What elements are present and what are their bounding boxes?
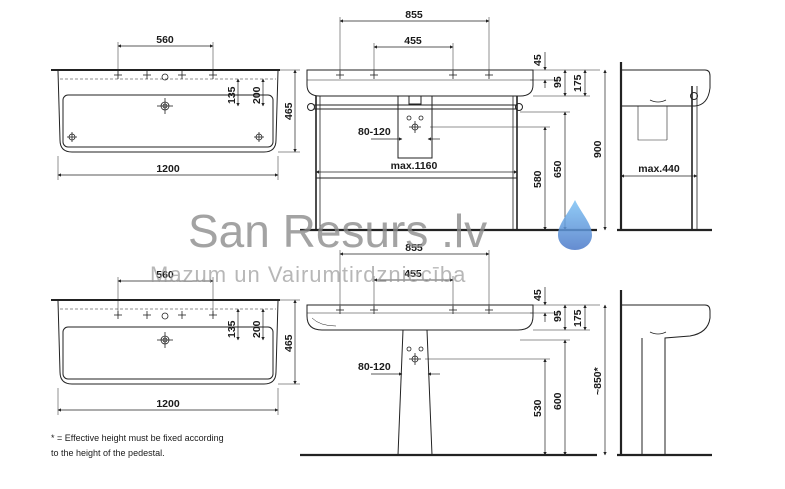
water-drop-icon <box>558 200 592 250</box>
dim-top-plan-width: 1200 <box>156 163 180 175</box>
dim-top-front-855: 855 <box>405 9 423 21</box>
dim-bottom-plan-depth: 465 <box>283 334 295 352</box>
dim-bottom-front-455: 455 <box>404 268 422 280</box>
bottom-side-view <box>617 290 712 457</box>
dim-top-side-max-depth: max.440 <box>638 163 680 175</box>
dim-bottom-plan-200: 200 <box>251 320 263 338</box>
dim-bottom-plan-hole-spacing: 560 <box>156 269 174 281</box>
dim-top-front-580: 580 <box>532 170 544 188</box>
dim-top-front-900: 900 <box>592 140 604 158</box>
watermark-subtitle: Mazum un Vairumtirdzniecība <box>150 262 466 287</box>
footnote-line-2: to the height of the pedestal. <box>51 448 165 458</box>
bottom-front-view <box>300 250 607 457</box>
dim-top-front-650: 650 <box>552 160 564 178</box>
dimension-labels: 560 1200 135 200 465 855 455 80-120 max.… <box>156 9 680 417</box>
dim-bottom-front-45: 45 <box>532 289 544 301</box>
dim-bottom-front-600: 600 <box>552 392 564 410</box>
dim-bottom-front-530: 530 <box>532 399 544 417</box>
dim-bottom-plan-width: 1200 <box>156 398 180 410</box>
dim-top-front-45: 45 <box>532 54 544 66</box>
watermark-title: San Resurs .lv <box>188 205 487 257</box>
top-plan-view <box>51 42 300 180</box>
dim-bottom-plan-135: 135 <box>226 320 238 338</box>
dim-top-plan-depth: 465 <box>283 102 295 120</box>
dim-top-front-175: 175 <box>572 74 584 92</box>
dim-bottom-front-850: ~850* <box>592 366 604 395</box>
dim-bottom-front-855: 855 <box>405 242 423 254</box>
dim-bottom-front-drain: 80-120 <box>358 361 391 373</box>
dim-bottom-front-95: 95 <box>552 310 564 322</box>
watermark: San Resurs .lv Mazum un Vairumtirdzniecī… <box>150 200 592 287</box>
dim-top-plan-135: 135 <box>226 86 238 104</box>
dim-bottom-front-175: 175 <box>572 309 584 327</box>
footnote-line-1: * = Effective height must be fixed accor… <box>51 433 224 443</box>
dim-top-plan-hole-spacing: 560 <box>156 34 174 46</box>
dim-top-front-drain: 80-120 <box>358 126 391 138</box>
top-front-view <box>300 17 607 232</box>
bottom-plan-view <box>51 277 300 415</box>
top-side-view <box>617 62 712 232</box>
dim-top-front-455: 455 <box>404 35 422 47</box>
dim-top-plan-200: 200 <box>251 86 263 104</box>
dim-top-front-95: 95 <box>552 76 564 88</box>
dim-top-front-max-width: max.1160 <box>391 160 438 172</box>
